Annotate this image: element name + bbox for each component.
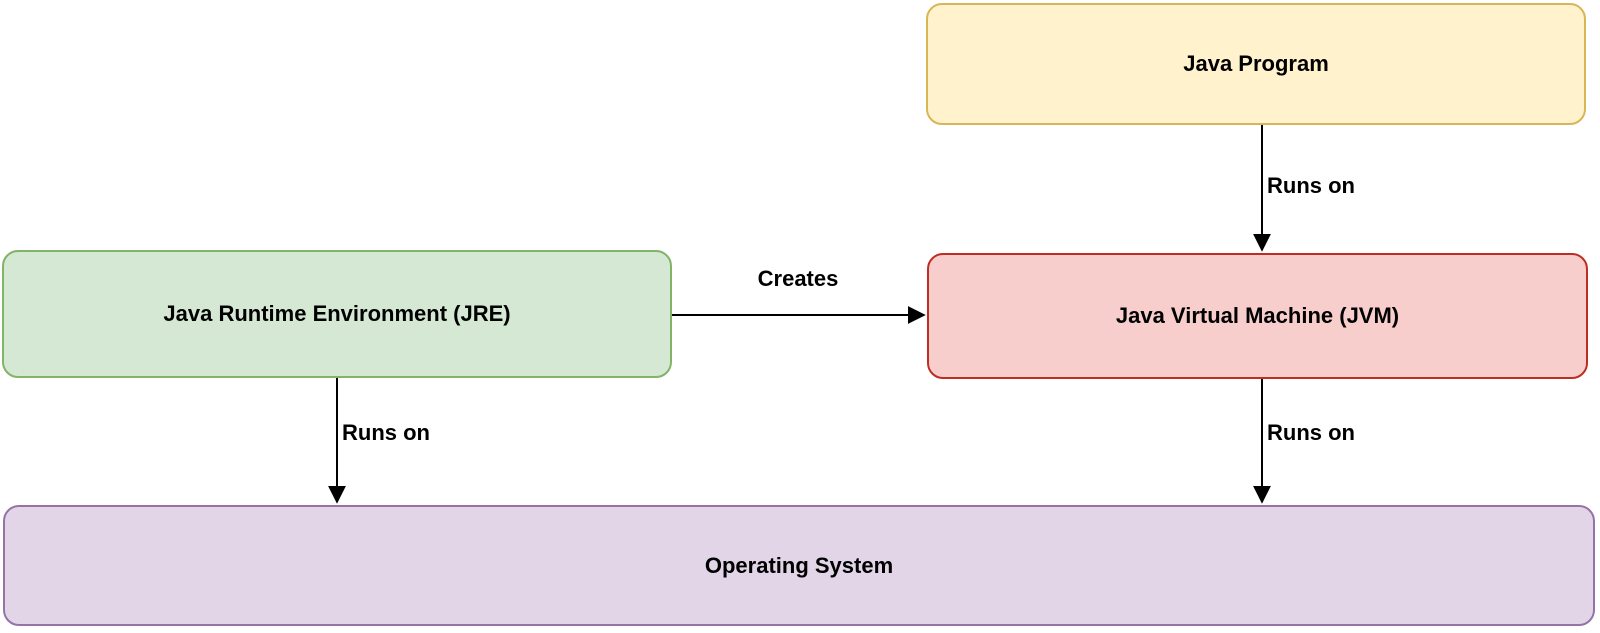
node-jvm-label: Java Virtual Machine (JVM)	[1115, 303, 1400, 328]
node-java-program-label: Java Program	[1183, 51, 1329, 76]
node-jre: Java Runtime Environment (JRE)	[2, 250, 672, 378]
edge-label-jvm-runs-on-os: Runs on	[1267, 420, 1355, 445]
node-java-program: Java Program	[926, 3, 1586, 125]
node-jre-label: Java Runtime Environment (JRE)	[163, 301, 511, 326]
node-operating-system: Operating System	[3, 505, 1595, 626]
edge-label-jre-runs-on-os: Runs on	[342, 420, 430, 445]
edge-label-jre-creates-jvm: Creates	[757, 266, 839, 291]
node-jvm: Java Virtual Machine (JVM)	[927, 253, 1588, 379]
edge-label-program-runs-on-jvm: Runs on	[1267, 173, 1355, 198]
node-operating-system-label: Operating System	[704, 552, 894, 578]
